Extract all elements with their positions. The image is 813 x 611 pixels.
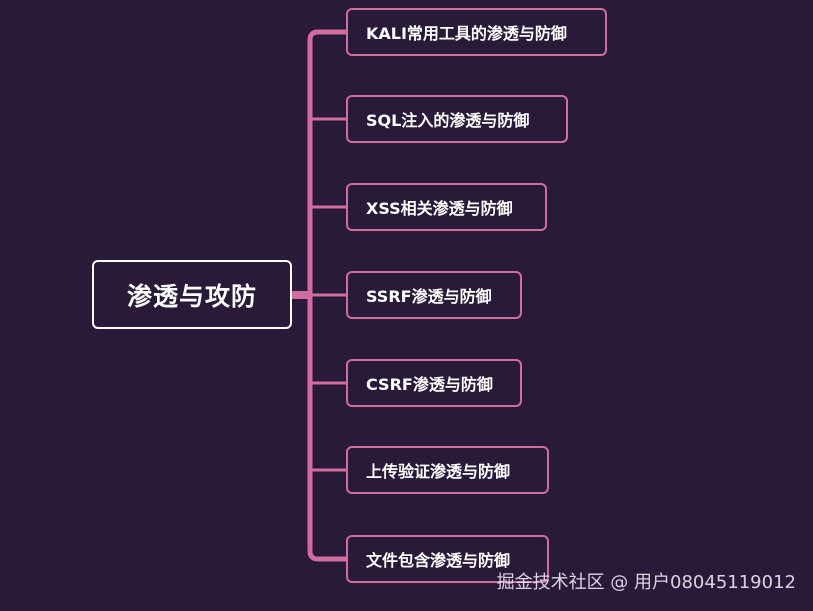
watermark-text: 掘金技术社区 @ 用户08045119012 xyxy=(496,572,796,593)
branch-node-csrf[interactable]: CSRF渗透与防御 xyxy=(346,359,522,407)
root-topic-node[interactable]: 渗透与攻防 xyxy=(92,260,292,329)
branch-node-ssrf[interactable]: SSRF渗透与防御 xyxy=(346,271,522,319)
branch-node-file-inclusion[interactable]: 文件包含渗透与防御 xyxy=(346,535,549,583)
branch-node-xss[interactable]: XSS相关渗透与防御 xyxy=(346,183,547,231)
branch-node-sql-injection[interactable]: SQL注入的渗透与防御 xyxy=(346,95,568,143)
branch-node-upload-validation[interactable]: 上传验证渗透与防御 xyxy=(346,446,549,494)
branch-node-kali-tools[interactable]: KALI常用工具的渗透与防御 xyxy=(346,8,607,56)
